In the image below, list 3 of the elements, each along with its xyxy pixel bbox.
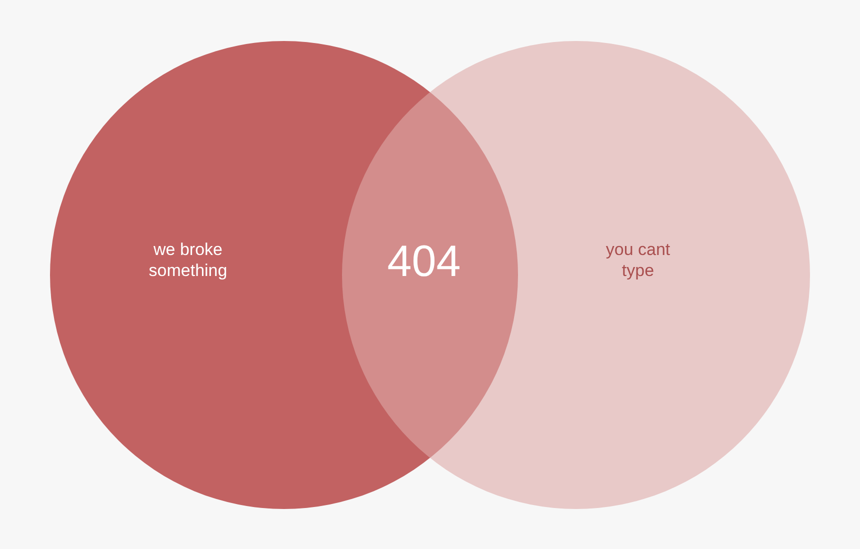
circle-label: we broke something: [148, 239, 228, 281]
circle-label: you cant type: [604, 239, 672, 281]
overlap-label: 404: [387, 237, 461, 287]
